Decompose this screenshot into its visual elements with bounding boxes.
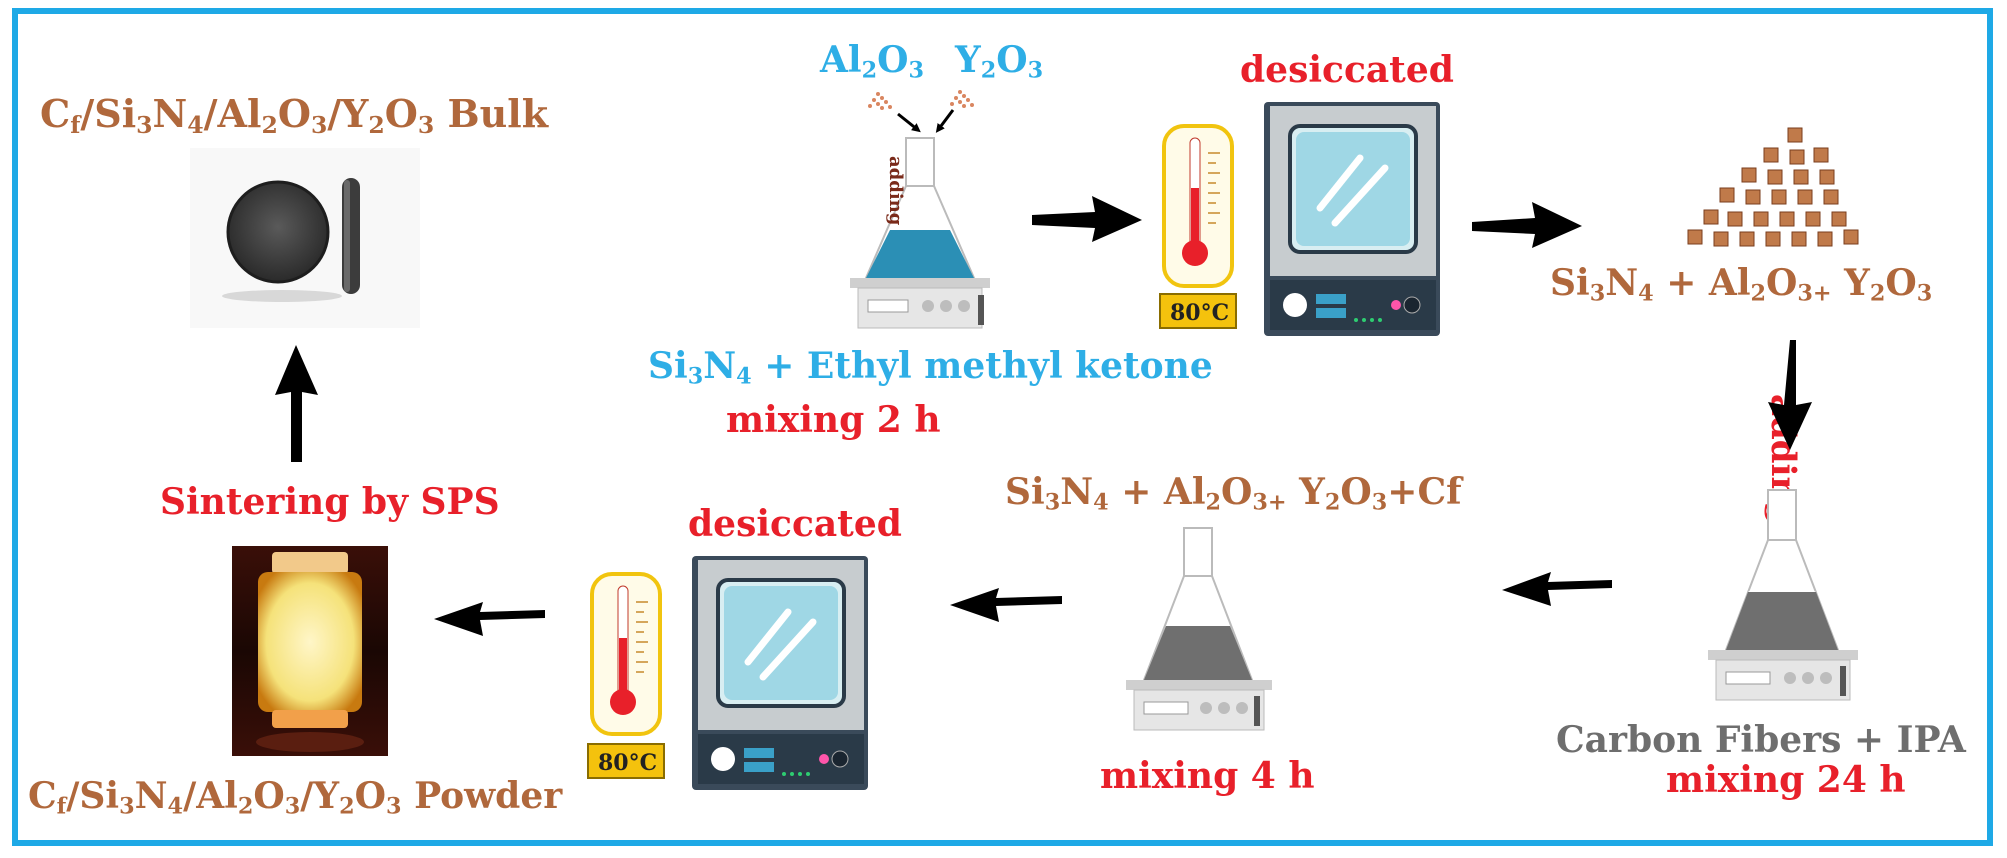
mixing-24h-label: mixing 24 h [1666, 759, 1906, 801]
arrow-left-to-sps [434, 602, 545, 636]
temp-bottom-label: 80°C [598, 750, 658, 776]
desiccator-top-image [1159, 102, 1440, 336]
powder-product-label: Cf/Si3N4/Al2O3/Y2O3 Powder [28, 775, 563, 820]
al2o3-label: Al2O3 [820, 39, 925, 84]
flask-carbon-image [1708, 489, 1858, 701]
mixing-2h-label: mixing 2 h [726, 399, 941, 441]
flask-cf-image [1126, 527, 1272, 731]
arrow-down-right [1768, 340, 1812, 450]
desiccated-bottom-label: desiccated [688, 503, 902, 545]
desiccated-top-label: desiccated [1240, 49, 1454, 91]
arrow-left-to-desiccator-bottom [950, 588, 1062, 622]
arrow-up-to-bulk [275, 345, 318, 462]
carbon-fibers-label: Carbon Fibers + IPA [1556, 719, 1966, 761]
desiccator-bottom-image [587, 556, 868, 790]
cf-mix-label: Si3N4 + Al2O3+ Y2O3+Cf [1005, 471, 1462, 516]
mixing-4h-label: mixing 4 h [1100, 755, 1315, 797]
flask-ketone-image [850, 90, 990, 329]
arrow-to-desiccator-top [1032, 196, 1142, 242]
bulk-pellets-image [190, 148, 420, 328]
ketone-mix-label: Si3N4 + Ethyl methyl ketone [648, 345, 1213, 390]
sintering-label: Sintering by SPS [160, 481, 500, 523]
sps-furnace-image [232, 546, 388, 756]
powder-mix-label: Si3N4 + Al2O3+ Y2O3 [1550, 262, 1933, 307]
arrow-to-powder-mix [1472, 202, 1582, 248]
bulk-label: Cf/Si3N4/Al2O3/Y2O3 Bulk [40, 91, 549, 139]
powder-pile-image [1687, 127, 1859, 247]
arrow-left-to-cf-mix [1502, 572, 1612, 606]
adding-top-label: adding [885, 156, 906, 226]
temp-top-label: 80°C [1170, 300, 1230, 326]
y2o3-label: Y2O3 [955, 39, 1044, 84]
